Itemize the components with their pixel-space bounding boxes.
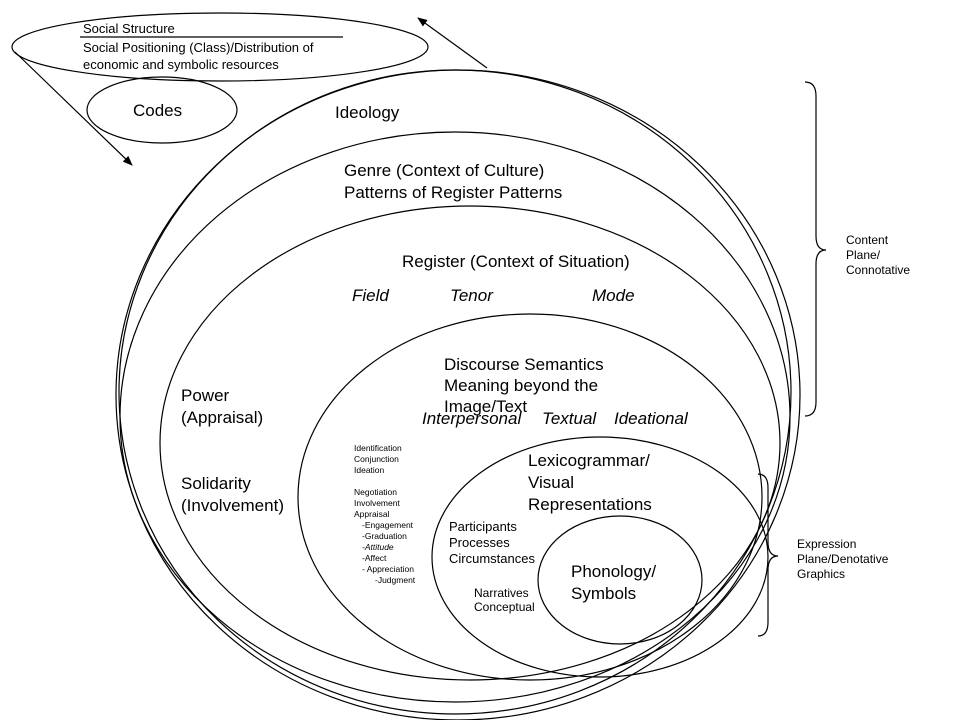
metafunction-interpersonal: Interpersonal xyxy=(422,409,522,428)
list-graduation: -Graduation xyxy=(362,531,407,541)
genre-ellipse xyxy=(119,131,791,703)
lexico-line1: Lexicogrammar/ xyxy=(528,451,650,470)
resources-text: economic and symbolic resources xyxy=(83,57,279,72)
codes-label: Codes xyxy=(133,101,182,120)
solidarity-line1: Solidarity xyxy=(181,474,251,493)
lexico-processes: Processes xyxy=(449,535,510,550)
genre-line1: Genre (Context of Culture) xyxy=(344,161,544,180)
power-line1: Power xyxy=(181,386,230,405)
ideology-ellipse-inner xyxy=(118,69,792,715)
register-mode: Mode xyxy=(592,286,635,305)
arrow-to-ideology xyxy=(14,51,133,166)
lexico-conceptual: Conceptual xyxy=(474,600,535,614)
genre-line2: Patterns of Register Patterns xyxy=(344,183,562,202)
discourse-line3: Image/Text xyxy=(444,397,527,416)
register-title: Register (Context of Situation) xyxy=(402,252,630,271)
lexico-participants: Participants xyxy=(449,519,517,534)
register-tenor: Tenor xyxy=(450,286,494,305)
arrow-to-social-structure xyxy=(417,17,488,69)
lexicogrammar-ellipse xyxy=(431,436,769,678)
list-engagement: -Engagement xyxy=(362,520,414,530)
discourse-semantics-ellipse xyxy=(297,313,763,681)
lexico-line2: Visual xyxy=(528,473,574,492)
discourse-line1: Discourse Semantics xyxy=(444,355,604,374)
content-plane-line1: Content xyxy=(846,233,889,247)
register-ellipse xyxy=(159,205,781,681)
social-structure-title: Social Structure xyxy=(83,21,175,36)
power-line2: (Appraisal) xyxy=(181,408,263,427)
list-attitude: -Attitude xyxy=(362,542,394,552)
phonology-ellipse xyxy=(537,515,703,645)
discourse-line2: Meaning beyond the xyxy=(444,376,598,395)
lexico-narratives: Narratives xyxy=(474,586,529,600)
list-appraisal: Appraisal xyxy=(354,509,390,519)
list-negotiation: Negotiation xyxy=(354,487,397,497)
expression-plane-line3: Graphics xyxy=(797,567,845,581)
expression-plane-brace xyxy=(757,473,779,637)
social-positioning-text: Social Positioning (Class)/Distribution … xyxy=(83,40,314,55)
lexico-line3: Representations xyxy=(528,495,652,514)
social-structure-ellipse xyxy=(11,12,429,82)
list-appreciation: - Appreciation xyxy=(362,564,414,574)
content-plane-line3: Connotative xyxy=(846,263,910,277)
list-ideation: Ideation xyxy=(354,465,385,475)
expression-plane-line1: Expression xyxy=(797,537,856,551)
content-plane-brace xyxy=(804,81,827,417)
content-plane-line2: Plane/ xyxy=(846,248,881,262)
list-identification: Identification xyxy=(354,443,402,453)
expression-plane-line2: Plane/Denotative xyxy=(797,552,889,566)
metafunction-textual: Textual xyxy=(542,409,597,428)
metafunction-ideational: Ideational xyxy=(614,409,689,428)
ideology-label: Ideology xyxy=(335,103,400,122)
phonology-line2: Symbols xyxy=(571,584,636,603)
register-field: Field xyxy=(352,286,389,305)
lexico-circumstances: Circumstances xyxy=(449,551,535,566)
list-affect: -Affect xyxy=(362,553,387,563)
solidarity-line2: (Involvement) xyxy=(181,496,284,515)
list-conjunction: Conjunction xyxy=(354,454,399,464)
codes-ellipse xyxy=(86,76,238,144)
list-involvement: Involvement xyxy=(354,498,400,508)
phonology-line1: Phonology/ xyxy=(571,562,656,581)
list-judgment: -Judgment xyxy=(375,575,416,585)
